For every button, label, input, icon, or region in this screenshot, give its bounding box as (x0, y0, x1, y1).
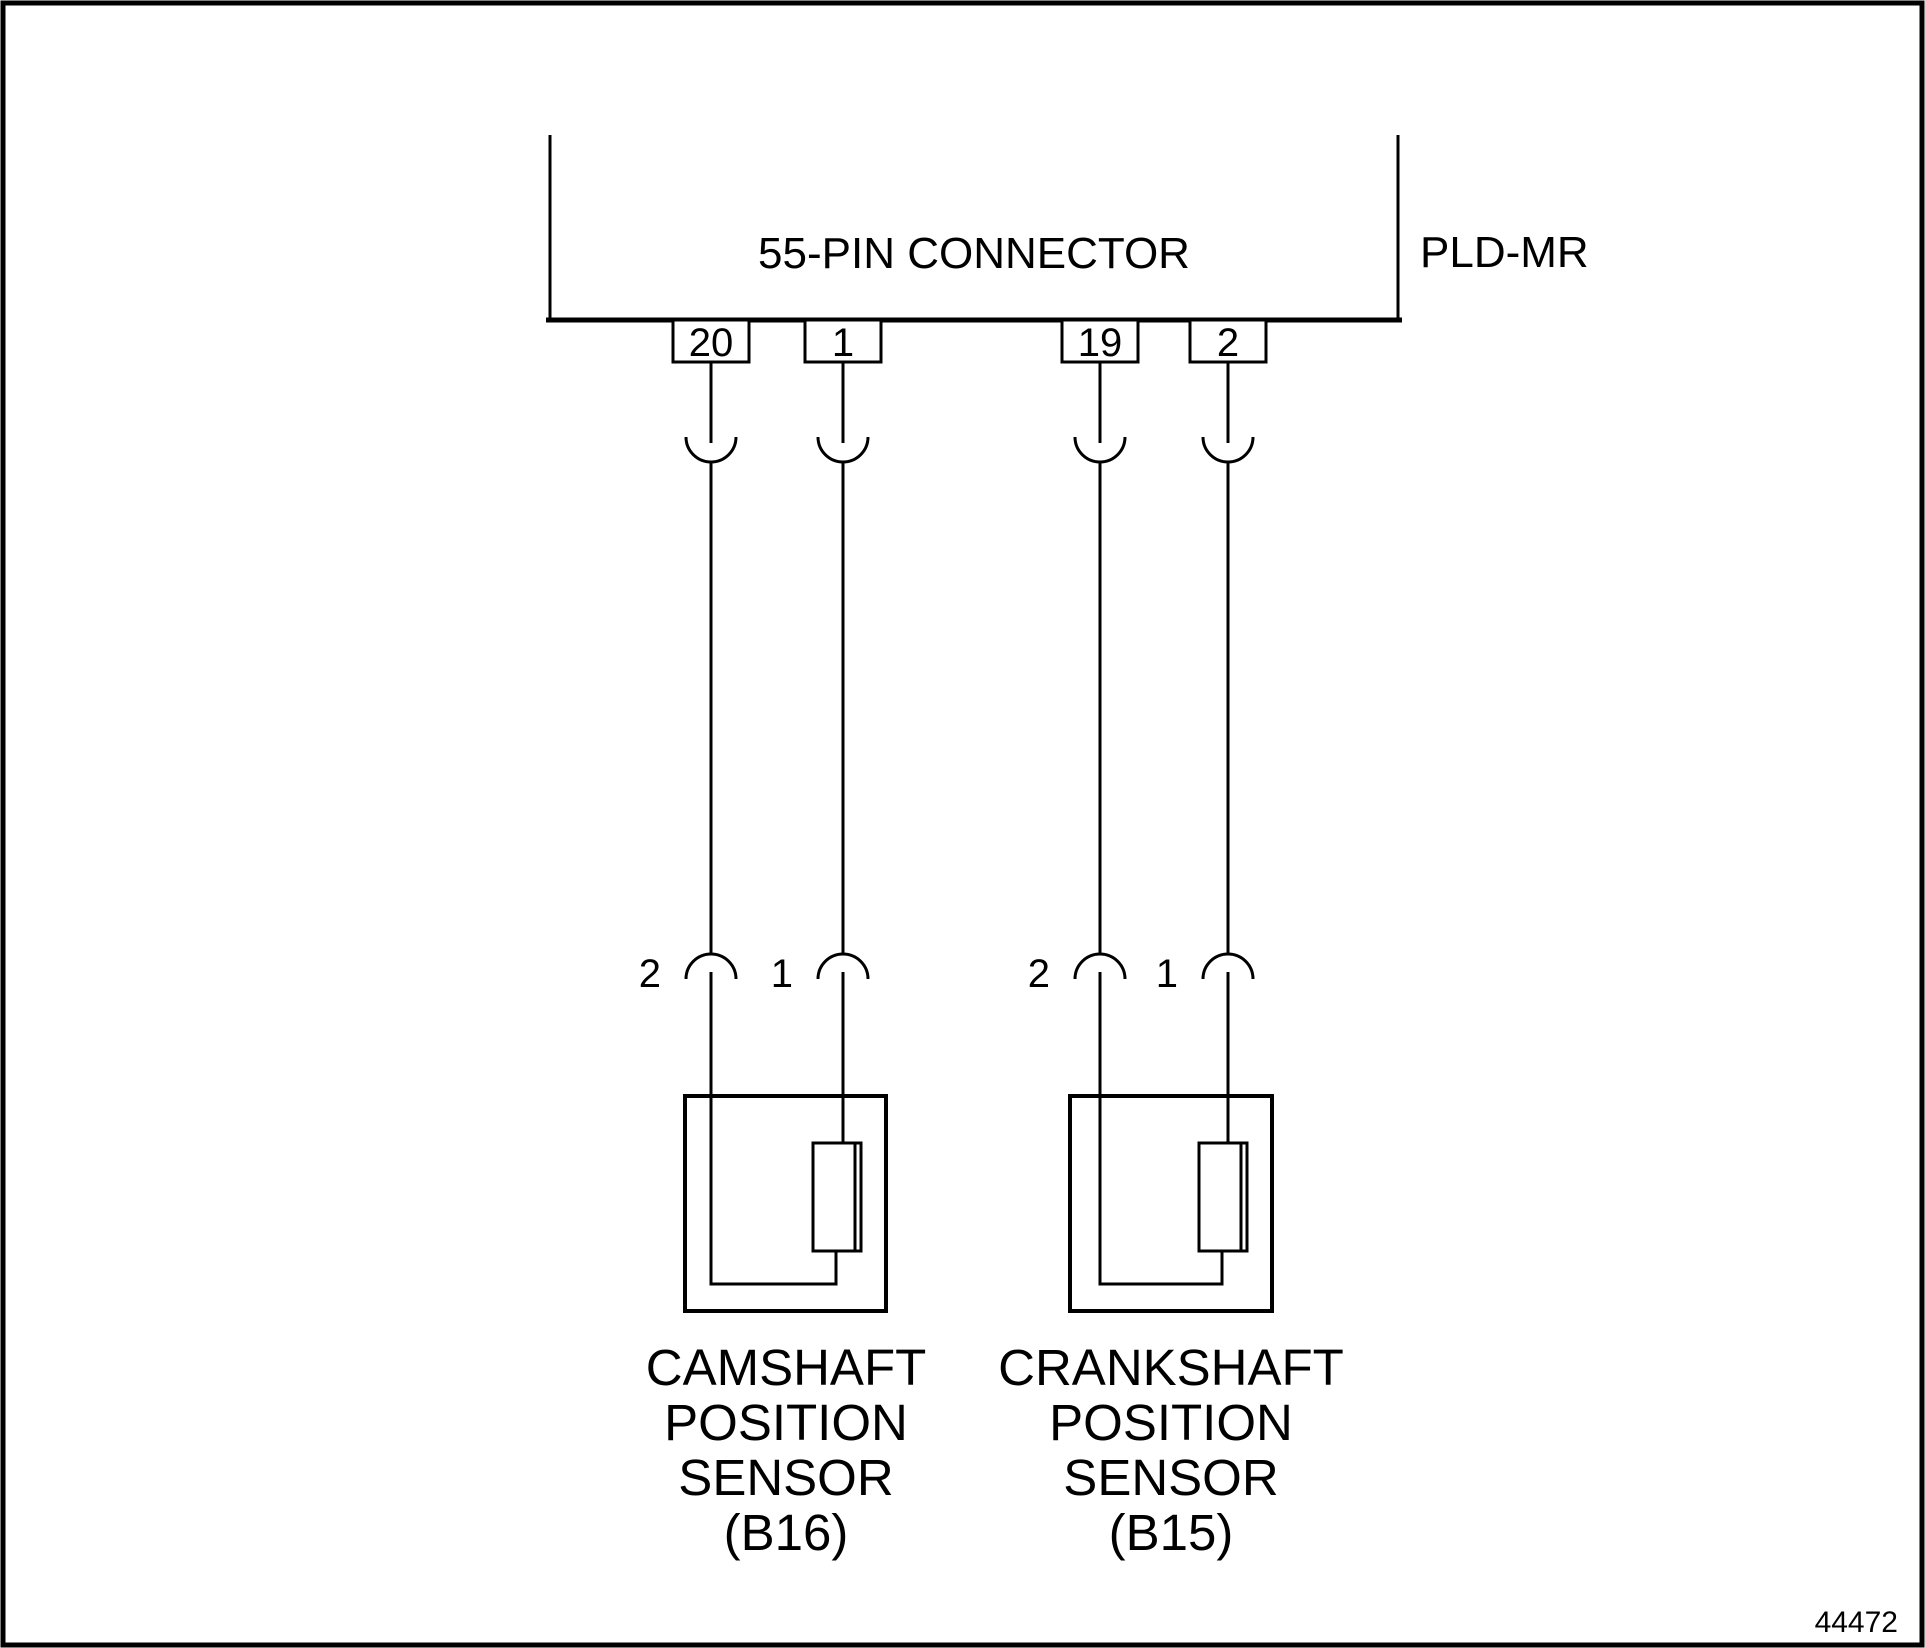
connector-plug-icon (816, 952, 870, 980)
sensor-element (811, 1141, 863, 1253)
pin-block-2: 2 (1188, 318, 1268, 365)
connector-title: 55-PIN CONNECTOR (758, 229, 1190, 278)
connector-plug-icon (1201, 952, 1255, 980)
connector-plug-icon (684, 952, 738, 980)
wire-pin1 (816, 362, 870, 980)
sensor-caption-line: (B15) (1109, 1504, 1234, 1561)
sensor-caption-line: SENSOR (1063, 1449, 1278, 1506)
sensor-housing (683, 1094, 888, 1313)
crankshaft-sensor-caption: CRANKSHAFT POSITION SENSOR (B15) (998, 1339, 1344, 1561)
pin-box (1060, 318, 1140, 364)
crankshaft-sensor-symbol (1068, 972, 1274, 1313)
sensor-pin-label: 2 (639, 952, 661, 996)
pin-number: 20 (689, 321, 734, 365)
wire-pin20 (684, 362, 738, 980)
sensor-internal-wire (709, 972, 838, 1286)
sensor-caption-line: CAMSHAFT (646, 1339, 927, 1396)
sensor-internal-wire (1098, 972, 1224, 1286)
connector-socket-icon (684, 436, 738, 464)
figure-number: 44472 (1815, 1606, 1898, 1639)
pin-block-20: 20 (671, 318, 751, 365)
sensor-caption-line: POSITION (1049, 1394, 1293, 1451)
pin-block-1: 1 (803, 318, 883, 365)
pin-number: 1 (832, 321, 854, 365)
connector-socket-icon (1201, 436, 1255, 464)
sensor-element (1197, 1141, 1249, 1253)
pin-block-19: 19 (1060, 318, 1140, 365)
pin-number: 19 (1078, 321, 1123, 365)
sensor-housing (1068, 1094, 1274, 1313)
pin-number: 2 (1217, 321, 1239, 365)
wire-pin19 (1073, 362, 1127, 980)
connector-plug-icon (1073, 952, 1127, 980)
ecu-connector-box: 55-PIN CONNECTOR (546, 135, 1402, 323)
module-label: PLD-MR (1420, 228, 1589, 277)
sensor-pin-label: 2 (1028, 952, 1050, 996)
camshaft-sensor-symbol (683, 972, 888, 1313)
connector-socket-icon (816, 436, 870, 464)
sensor-caption-line: (B16) (724, 1504, 849, 1561)
wire-pin2 (1201, 362, 1255, 980)
connector-socket-icon (1073, 436, 1127, 464)
sensor-caption-line: POSITION (664, 1394, 908, 1451)
sensor-caption-line: SENSOR (678, 1449, 893, 1506)
camshaft-sensor-caption: CAMSHAFT POSITION SENSOR (B16) (646, 1339, 927, 1561)
sensor-pin-label: 1 (771, 952, 793, 996)
sensor-pin-label: 1 (1156, 952, 1178, 996)
sensor-caption-line: CRANKSHAFT (998, 1339, 1344, 1396)
